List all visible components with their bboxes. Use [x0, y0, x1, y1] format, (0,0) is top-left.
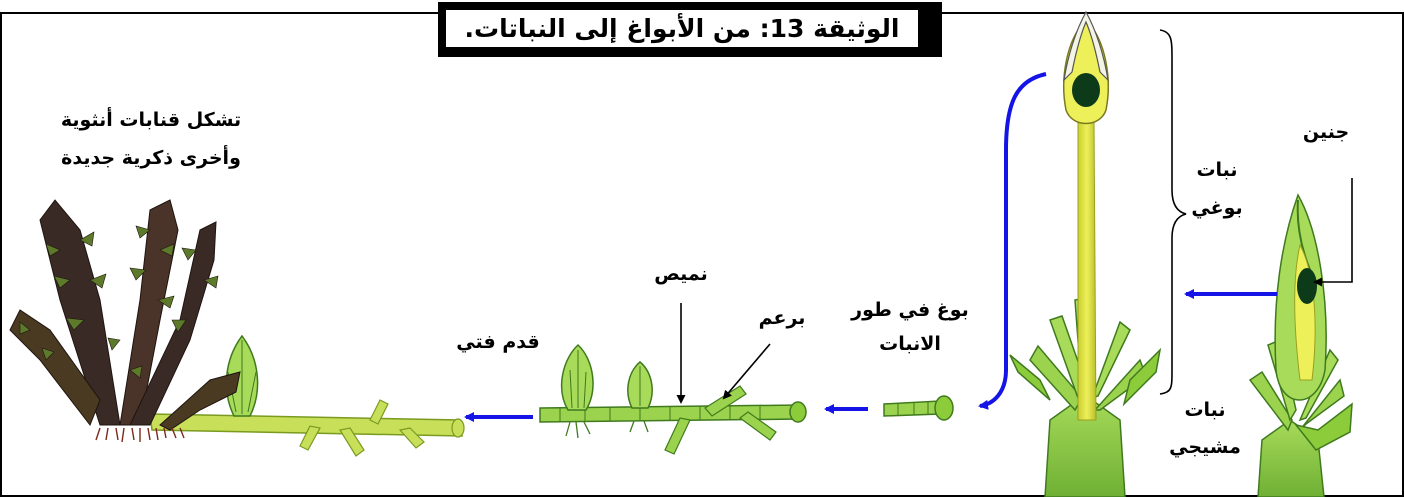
moss-shoot — [129, 221, 217, 426]
label-sporophyte-line2: بوغي — [1191, 197, 1243, 219]
germinating-spore — [883, 395, 954, 421]
document-title: الوثيقة 13: من الأبواغ إلى النباتات. — [464, 14, 900, 43]
foot-stem — [149, 413, 463, 437]
gametophyte-leaf — [1009, 354, 1051, 401]
foot-branch — [339, 427, 365, 457]
bud-pointer — [722, 343, 771, 400]
label-gametophyte-line1: نبات — [1184, 399, 1226, 421]
protonema-branch — [664, 417, 691, 455]
young-plant-leaf — [1248, 370, 1293, 432]
foot-branch — [369, 399, 389, 425]
moss-rhizoids — [95, 427, 185, 443]
label-protonema: نميص — [654, 263, 708, 285]
label-embryo: جنين — [1302, 121, 1350, 143]
young-plant-leaf — [1294, 402, 1353, 451]
moss-shoot — [9, 309, 101, 427]
protonema-bud — [560, 343, 594, 411]
seta-stalk — [1077, 119, 1097, 421]
calyptra — [1063, 10, 1109, 82]
label-new-organs-line1: تشكل قنابات أنثوية — [60, 109, 242, 131]
mature-moss-cluster — [9, 199, 241, 443]
arrow-spore-release — [978, 72, 1047, 410]
embryo — [1297, 268, 1317, 304]
sporophyte-bracket — [1159, 29, 1187, 395]
young-gametophyte-with-embryo — [1248, 193, 1353, 497]
label-foot: قدم فتي — [456, 331, 540, 353]
embryo-pointer — [1313, 178, 1353, 287]
spore-body — [934, 395, 954, 421]
gametophyte-with-sporophyte — [1009, 10, 1162, 497]
spore-mass — [1072, 73, 1100, 107]
label-germinating-spore-line2: الانبات — [879, 333, 941, 355]
spore-tube — [883, 400, 941, 417]
moss-shoot — [39, 199, 121, 426]
title-background — [446, 10, 918, 47]
label-new-organs-line2: وأخرى ذكرية جديدة — [61, 147, 241, 169]
moss-leaflets — [19, 225, 219, 379]
moss-shoot — [159, 371, 241, 431]
foot-branch — [398, 427, 425, 449]
label-bud: برعم — [758, 307, 806, 329]
gametophyte-leaf — [1122, 347, 1162, 407]
label-germinating-spore-line1: بوغ في طور — [851, 299, 969, 321]
label-sporophyte-line1: نبات — [1196, 159, 1238, 181]
foot-branch — [299, 425, 321, 451]
protonema-branch — [738, 411, 777, 441]
rhizoids — [565, 420, 649, 439]
young-plant-leaf — [1299, 378, 1345, 431]
label-gametophyte-line2: مشيجي — [1169, 436, 1241, 458]
protonema-filament — [539, 343, 807, 455]
